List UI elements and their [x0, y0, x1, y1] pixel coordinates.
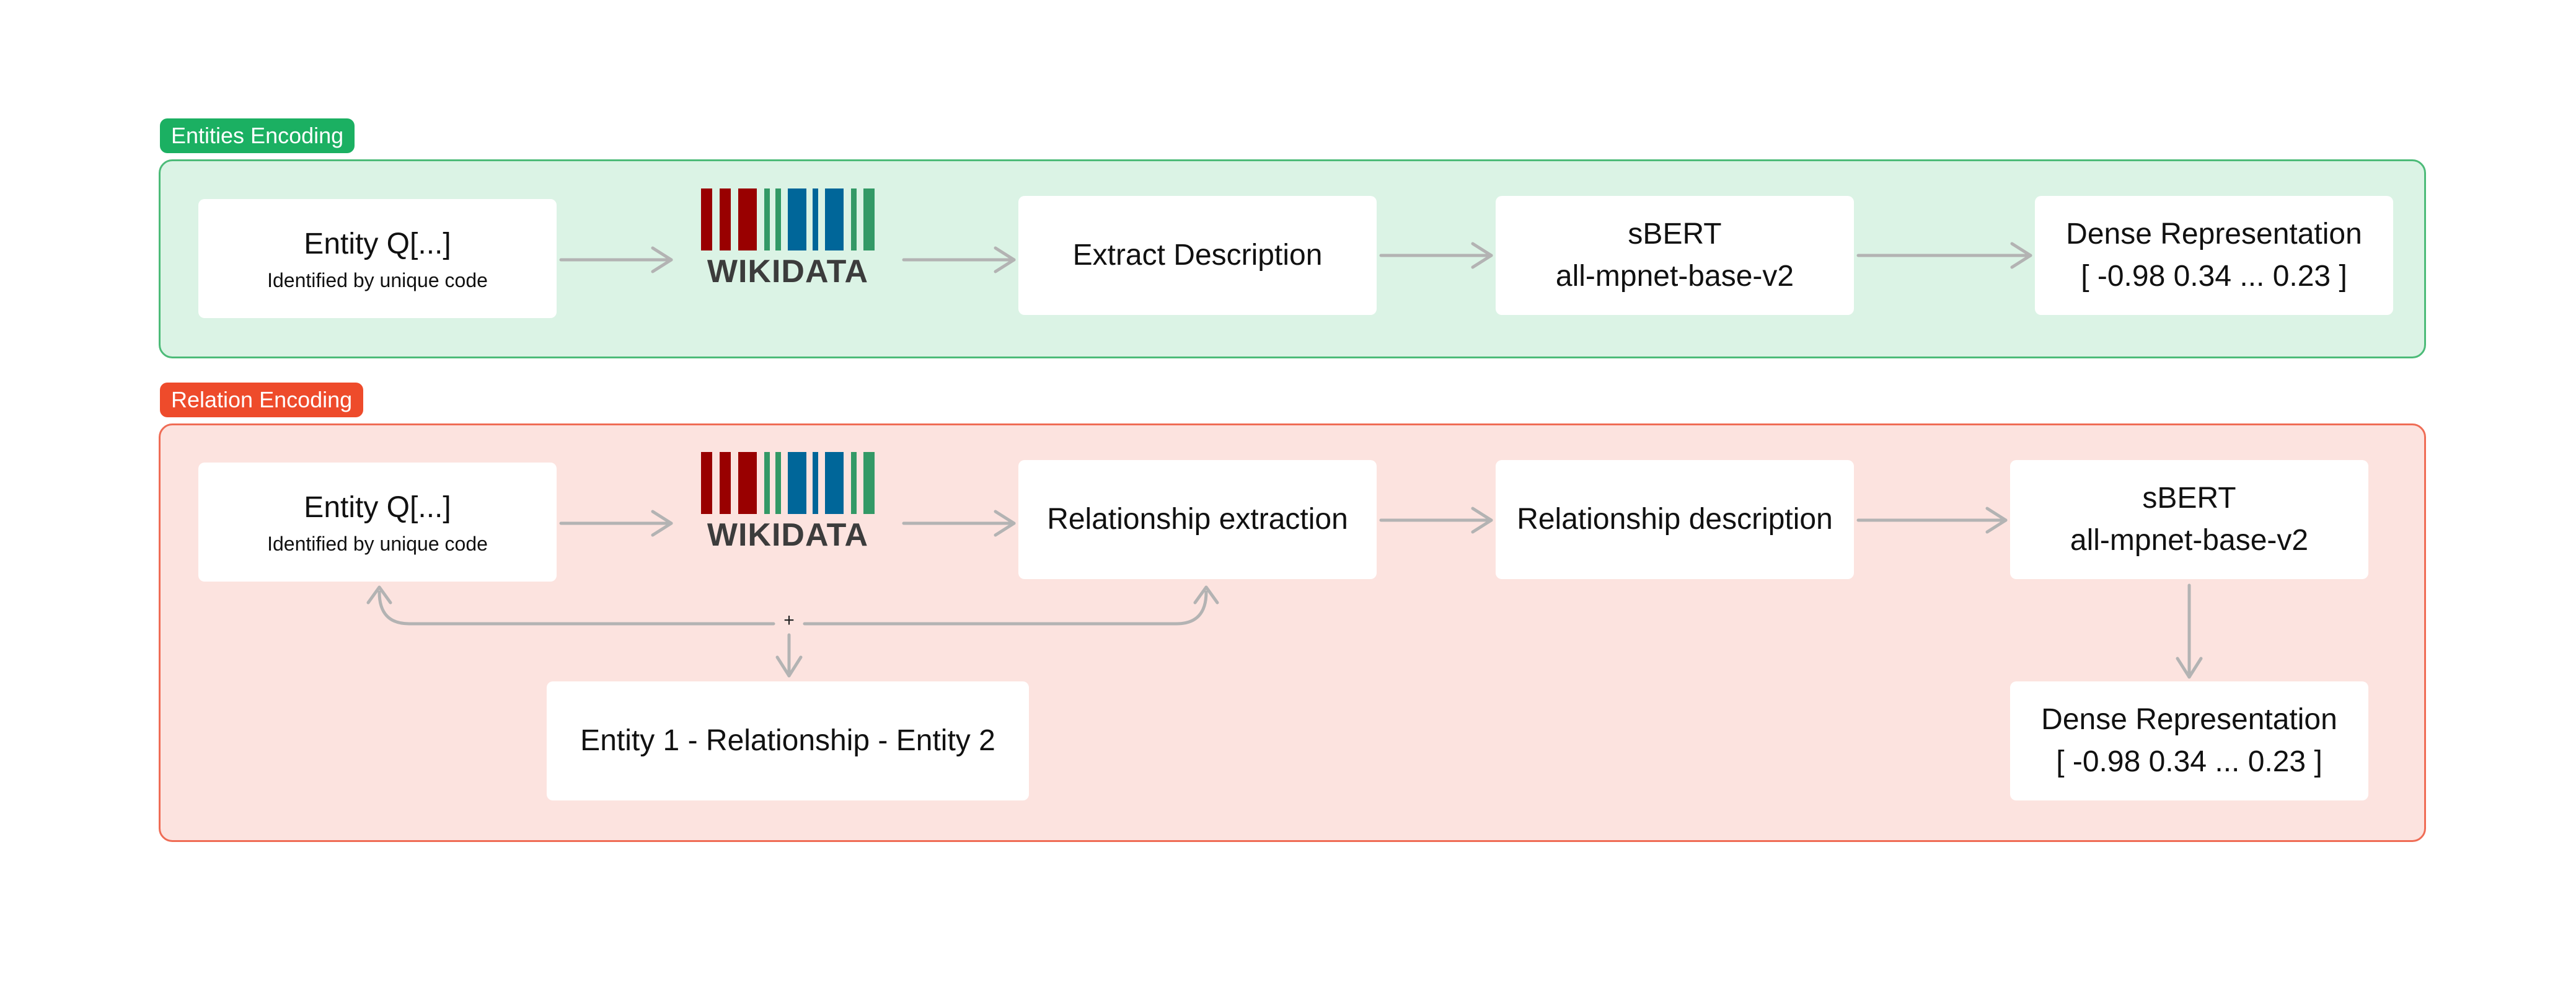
wikidata-logo: WIKIDATA — [701, 452, 875, 554]
wikidata-logo: WIKIDATA — [701, 188, 875, 290]
entities-sbert-box: sBERT all-mpnet-base-v2 — [1496, 196, 1854, 315]
sbert-model-label: all-mpnet-base-v2 — [2070, 524, 2309, 557]
join-plus-symbol: + — [783, 610, 795, 631]
wikidata-barcode-bar — [720, 188, 731, 250]
sbert-label: sBERT — [1628, 218, 1722, 250]
relation-sbert-box: sBERT all-mpnet-base-v2 — [2010, 460, 2368, 579]
wikidata-barcode-bar — [851, 452, 857, 514]
wikidata-barcode-bar — [863, 188, 875, 250]
entity-box-subtitle: Identified by unique code — [267, 269, 488, 291]
wikidata-logo-text: WIKIDATA — [707, 517, 869, 553]
relation-encoding-tag: Relation Encoding — [160, 383, 364, 417]
relationship-description-box: Relationship description — [1496, 460, 1854, 579]
entity-box-subtitle: Identified by unique code — [267, 533, 488, 555]
wikidata-logo-text: WIKIDATA — [707, 254, 869, 290]
wikidata-barcode-bar — [764, 188, 770, 250]
wikidata-barcode-icon — [701, 452, 875, 514]
dense-representation-label: Dense Representation — [2066, 218, 2362, 250]
relationship-extraction-box: Relationship extraction — [1018, 460, 1377, 579]
wikidata-barcode-bar — [701, 452, 712, 514]
wikidata-barcode-bar — [851, 188, 857, 250]
wikidata-barcode-bar — [813, 188, 818, 250]
wikidata-barcode-bar — [764, 452, 770, 514]
wikidata-barcode-bar — [813, 452, 818, 514]
wikidata-barcode-bar — [775, 452, 781, 514]
wikidata-barcode-bar — [738, 188, 757, 250]
triple-box: Entity 1 - Relationship - Entity 2 — [547, 681, 1029, 800]
entity-box-title: Entity Q[...] — [304, 228, 451, 260]
triple-label: Entity 1 - Relationship - Entity 2 — [580, 724, 995, 757]
dense-vector-label: [ -0.98 0.34 ... 0.23 ] — [2081, 260, 2347, 293]
extract-description-label: Extract Description — [1072, 239, 1323, 272]
dense-representation-label: Dense Representation — [2041, 703, 2337, 736]
wikidata-barcode-bar — [825, 452, 844, 514]
relation-dense-representation-box: Dense Representation [ -0.98 0.34 ... 0.… — [2010, 681, 2368, 800]
extract-description-box: Extract Description — [1018, 196, 1377, 315]
wikidata-barcode-bar — [863, 452, 875, 514]
wikidata-barcode-bar — [825, 188, 844, 250]
wikidata-barcode-icon — [701, 188, 875, 250]
relationship-extraction-label: Relationship extraction — [1047, 503, 1348, 536]
sbert-model-label: all-mpnet-base-v2 — [1555, 260, 1794, 293]
wikidata-barcode-bar — [720, 452, 731, 514]
dense-vector-label: [ -0.98 0.34 ... 0.23 ] — [2056, 745, 2322, 778]
entities-encoding-tag: Entities Encoding — [160, 118, 355, 153]
entity-box-title: Entity Q[...] — [304, 491, 451, 524]
entities-dense-representation-box: Dense Representation [ -0.98 0.34 ... 0.… — [2035, 196, 2393, 315]
wikidata-barcode-bar — [788, 452, 806, 514]
wikidata-barcode-bar — [775, 188, 781, 250]
entities-entity-box: Entity Q[...] Identified by unique code — [198, 199, 557, 318]
sbert-label: sBERT — [2142, 482, 2236, 515]
relationship-description-label: Relationship description — [1517, 503, 1833, 536]
wikidata-barcode-bar — [788, 188, 806, 250]
relation-entity-box: Entity Q[...] Identified by unique code — [198, 463, 557, 582]
wikidata-barcode-bar — [701, 188, 712, 250]
wikidata-barcode-bar — [738, 452, 757, 514]
